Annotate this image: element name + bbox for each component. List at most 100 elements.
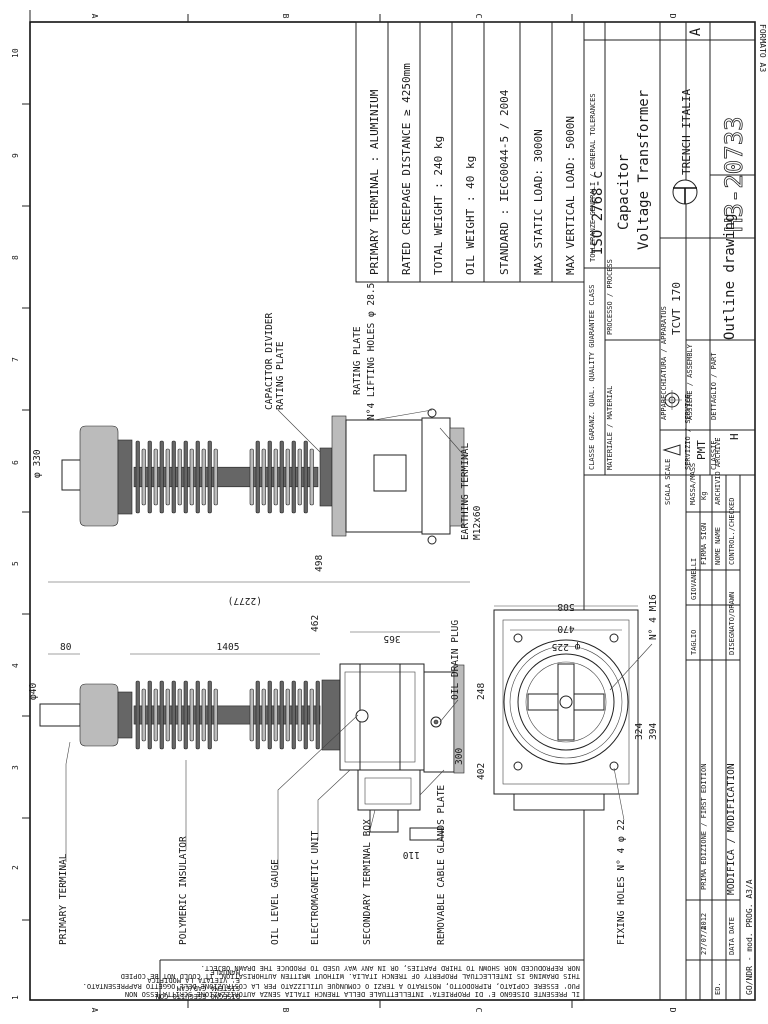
mass-unit: Kg <box>700 492 708 500</box>
dim-248: 248 <box>476 683 487 700</box>
insulator-shed <box>279 680 284 750</box>
insulator-shed <box>201 448 206 506</box>
archive-label: ARCHIVIO ARCHIVE <box>714 438 722 505</box>
spec-line: TOTAL WEIGHT : 240 kg <box>432 136 445 275</box>
zone-number: 4 <box>11 663 20 668</box>
apparatus-value: TCVT 170 <box>670 282 683 335</box>
label-removable-plate: REMOVABLE CABLE GLANDS PLATE <box>436 785 447 945</box>
insulator-shed <box>207 440 212 514</box>
dim-80: 80 <box>60 642 72 653</box>
label-capacitor-divider-2: RATING PLATE <box>275 341 286 410</box>
insulator-shed <box>153 688 158 742</box>
trench-logo-icon <box>672 179 698 205</box>
revision-letter: A <box>688 27 704 36</box>
insulator-shed <box>189 688 194 742</box>
tolerances-label: TOLLERANZE GENERALI / GENERAL TOLERANCES <box>589 93 597 262</box>
insulator-shed <box>171 440 176 514</box>
zone-letter: D <box>668 14 677 19</box>
insulator-shed <box>261 688 266 742</box>
insulator-shed <box>285 688 290 742</box>
company-name: TRENCH ITALIA <box>680 89 693 175</box>
side-view: (2277) 1405 80 φ40 365 462 248 300 402 1… <box>28 581 487 860</box>
insulator-shed <box>165 688 170 742</box>
zone-number: 5 <box>11 561 20 566</box>
tolerances-value: ISO 2768-c <box>590 171 606 255</box>
insulator-shed <box>297 688 302 742</box>
apparatus-label: APPARECCHIATURA / APPARATUS <box>660 306 668 420</box>
sign-label: FIRMA SIGN <box>700 523 708 565</box>
service-label: SERVIZIO / SERVICE <box>684 394 692 470</box>
zone-numbers: 1 2 3 4 5 6 7 8 9 10 <box>11 48 20 1000</box>
dim-394: 394 <box>648 723 659 740</box>
label-fixing-holes: FIXING HOLES N° 4 φ 22 <box>616 819 627 945</box>
cad-note: MANUALE <box>210 968 240 976</box>
insulator-shed <box>255 680 260 750</box>
ed-label: ED. <box>714 982 722 995</box>
insulator-shed <box>291 440 296 514</box>
insulator-shed <box>291 680 296 750</box>
insulator-shed <box>249 688 254 742</box>
insulator-sheds <box>133 440 319 514</box>
dim-402: 402 <box>476 763 487 780</box>
spec-line: OIL WEIGHT : 40 kg <box>464 156 477 275</box>
spec-table: PRIMARY TERMINAL : ALUMINIUM RATED CREEP… <box>355 21 585 283</box>
base-plan-view: 508 470 φ 225 324 394 N° 4 M16 <box>493 594 659 811</box>
zone-number: 6 <box>11 460 20 465</box>
dim-508: 508 <box>557 601 574 612</box>
projection-symbol-icon <box>662 390 682 456</box>
sheet-format: FORMATO A3 <box>758 24 767 72</box>
insulator-shed <box>147 680 152 750</box>
insulator-shed <box>159 680 164 750</box>
dim-498: 498 <box>314 555 325 572</box>
zone-number: 7 <box>11 357 20 362</box>
scale-label: SCALA SCALE <box>664 459 672 505</box>
zone-letter: C <box>474 1008 483 1013</box>
form-reference: GO/NDR - mod. PROG. A3/A <box>745 879 754 995</box>
top-view: φ 330 498 <box>32 408 465 572</box>
title-line-2: Voltage Transformer <box>636 90 652 250</box>
insulator-shed <box>267 440 272 514</box>
insulator-shed <box>303 440 308 514</box>
classif-label: CLASSIF. <box>710 436 718 470</box>
legal-line: PUO' ESSERE COPIATO, RIPRODOTTO, MOSTRAT… <box>83 982 580 990</box>
legal-line: NOR REPRODUCED NOR SHOWN TO THIRD PARTIE… <box>201 964 580 972</box>
insulator-shed <box>315 680 320 750</box>
dim-110: 110 <box>403 849 420 860</box>
dim-phi225: φ 225 <box>552 641 581 652</box>
insulator-shed <box>273 448 278 506</box>
zone-letter: A <box>90 14 99 19</box>
label-electromagnetic-unit: ELECTROMAGNETIC UNIT <box>310 830 321 945</box>
insulator-shed <box>309 688 314 742</box>
insulator-shed <box>183 440 188 514</box>
legal-line: THIS DRAWING IS INTELLECTUAL PROPERTY OF… <box>121 972 580 980</box>
insulator-shed <box>213 448 218 506</box>
modification-label: MODIFICA / MODIFICATION <box>726 763 737 895</box>
insulator-shed <box>135 440 140 514</box>
checked-by: GIOVANELLI <box>690 558 698 600</box>
zone-number: 3 <box>11 765 20 770</box>
callouts: PRIMARY TERMINAL POLYMERIC INSULATOR OIL… <box>58 283 627 945</box>
spec-line: MAX STATIC LOAD: 3000N <box>532 129 545 275</box>
process-label: PROCESSO / PROCESS <box>606 259 614 335</box>
zone-letters-top: A B C D <box>90 14 677 19</box>
label-primary-terminal: PRIMARY TERMINAL <box>58 853 69 945</box>
zone-number: 8 <box>11 255 20 260</box>
insulator-shed <box>195 440 200 514</box>
insulator-shed <box>153 448 158 506</box>
insulator-shed <box>213 688 218 742</box>
drawn-by: TAGLIO <box>690 630 698 655</box>
label-secondary-terminal-box: SECONDARY TERMINAL BOX <box>362 819 373 945</box>
insulator-shed <box>285 448 290 506</box>
m16-label: N° 4 M16 <box>648 594 659 640</box>
quality-class-label: CLASSE GARANZ. QUAL. QUALITY GUARANTEE C… <box>588 285 596 470</box>
insulator-shed <box>141 688 146 742</box>
insulator-shed <box>165 448 170 506</box>
zone-number: 1 <box>11 995 20 1000</box>
zone-letter: B <box>281 1008 290 1013</box>
title-line-1: Capacitor <box>616 154 632 230</box>
part-label: DETTAGLIO / PART <box>710 352 718 420</box>
insulator-shed <box>249 448 254 506</box>
insulator-shed <box>309 448 314 506</box>
dim-phi40: φ40 <box>28 683 39 700</box>
